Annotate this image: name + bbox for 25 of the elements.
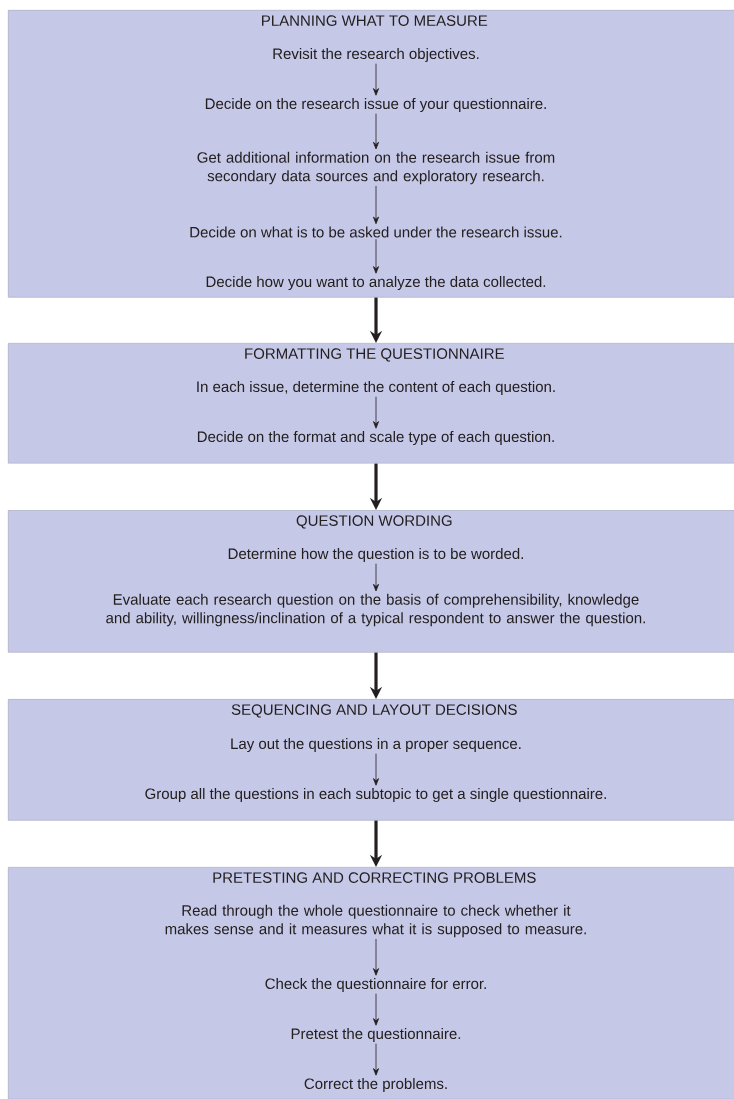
arrow <box>373 396 379 429</box>
arrow <box>373 238 379 274</box>
arrow <box>373 993 379 1026</box>
step-text: Decide on the format and scale type of each question. <box>197 431 554 445</box>
step-text: Get additional information on the research issue from secondary data sources and exploratory research. <box>197 151 555 185</box>
arrow <box>373 63 379 96</box>
step-text: Decide on what is to be asked under the research issue. <box>190 226 562 238</box>
step-text: Read through the whole questionnaire to check whether it makes sense and it measures what it is supposed to measure. <box>165 904 586 938</box>
arrow <box>373 1043 379 1076</box>
arrow <box>373 113 379 150</box>
arrow <box>373 563 379 592</box>
arrow <box>373 185 379 225</box>
arrow <box>373 753 379 786</box>
step-text: Lay out the questions in a proper sequence. <box>231 738 521 752</box>
step-text: Decide on the research issue of your questionnaire. <box>205 98 546 112</box>
step-text: Check the questionnaire for error. <box>265 978 486 992</box>
step-text: Revisit the research objectives. <box>273 48 479 62</box>
step-text: Evaluate each research question on the basis of comprehensibility, knowledge and ability, willingness/inclination of a typical respondent to answer the question. <box>106 593 645 627</box>
step-text: Correct the problems. <box>304 1078 447 1092</box>
step-text: Decide how you want to analyze the data collected. <box>206 276 546 290</box>
step-text: Pretest the questionnaire. <box>291 1028 461 1042</box>
arrow <box>373 938 379 976</box>
step-text: Group all the questions in each subtopic to get a single questionnaire. <box>145 788 606 802</box>
step-text: Determine how the question is to be worded. <box>228 548 523 562</box>
step-text: In each issue, determine the content of each question. <box>197 381 555 395</box>
